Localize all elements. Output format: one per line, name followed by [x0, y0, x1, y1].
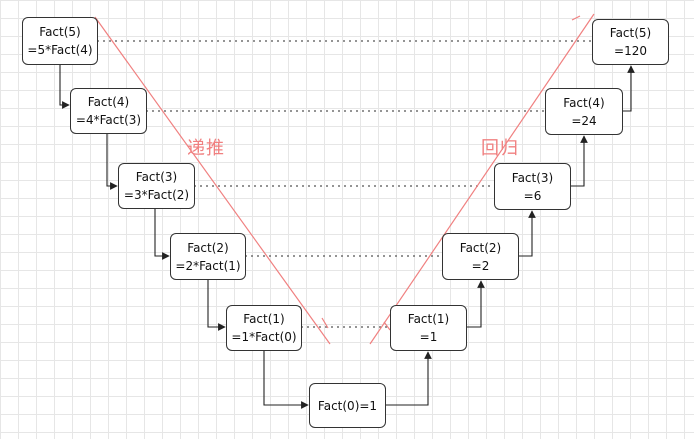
- node-line1: Fact(5): [609, 26, 652, 40]
- descend-guide-line: [94, 16, 331, 345]
- node-line1: Fact(2): [187, 240, 229, 255]
- node-line1: Fact(2): [459, 240, 502, 255]
- node-line2: =6: [523, 188, 542, 203]
- node-line2: =2: [471, 258, 490, 273]
- node-line2: =1: [419, 330, 438, 344]
- label-ascend: 回归: [481, 138, 519, 159]
- node-line2: =120: [614, 44, 647, 58]
- node-base-fact0: Fact(0)=1: [309, 383, 386, 428]
- arrow-fact3-to-fact2: [154, 209, 170, 260]
- arrow-rfact4-to-rfact5: [622, 65, 635, 112]
- node-line1: Fact(3): [511, 170, 554, 185]
- node-line2: =1*Fact(0): [231, 330, 297, 344]
- node-right-fact2: Fact(2) =2: [442, 233, 519, 280]
- arrow-rfact2-to-rfact3: [518, 210, 536, 257]
- node-line1: Fact(3): [135, 170, 178, 184]
- node-line1: Fact(4): [563, 95, 605, 110]
- node-right-fact3: Fact(3) =6: [494, 163, 571, 210]
- arrow-rfact1-to-rfact2: [466, 280, 485, 328]
- ascend-tick-1: [383, 321, 391, 331]
- node-line2: =3*Fact(2): [123, 188, 190, 202]
- node-left-fact1: Fact(1) =1*Fact(0): [226, 305, 302, 351]
- node-line2: =4*Fact(3): [75, 113, 142, 127]
- node-left-fact3: Fact(3) =3*Fact(2): [118, 163, 195, 209]
- arrow-fact1-to-fact0: [263, 351, 309, 409]
- ascend-tick-2: [571, 15, 581, 21]
- node-line1: Fact(1): [407, 312, 450, 326]
- node-line1: Fact(0)=1: [317, 398, 378, 413]
- node-left-fact4: Fact(4) =4*Fact(3): [70, 88, 147, 134]
- arrow-fact0-to-rfact1: [386, 351, 432, 406]
- node-left-fact5: Fact(5) =5*Fact(4): [22, 17, 98, 65]
- node-line2: =24: [571, 113, 597, 128]
- node-line2: =5*Fact(4): [27, 43, 93, 57]
- arrow-fact4-to-fact3: [106, 134, 118, 190]
- node-line2: =2*Fact(1): [175, 258, 241, 273]
- ascend-guide-line: [369, 13, 595, 345]
- node-line1: Fact(1): [243, 312, 285, 326]
- node-line1: Fact(5): [39, 25, 81, 39]
- arrow-fact2-to-fact1: [207, 280, 226, 331]
- label-descend: 递推: [187, 138, 225, 159]
- node-right-fact1: Fact(1) =1: [390, 305, 467, 351]
- descend-tick: [321, 317, 329, 329]
- node-right-fact5: Fact(5) =120: [592, 19, 669, 65]
- node-line1: Fact(4): [87, 95, 130, 109]
- node-left-fact2: Fact(2) =2*Fact(1): [170, 233, 246, 280]
- node-right-fact4: Fact(4) =24: [545, 88, 623, 135]
- arrow-fact5-to-fact4: [59, 65, 70, 109]
- arrow-rfact3-to-rfact4: [570, 135, 588, 187]
